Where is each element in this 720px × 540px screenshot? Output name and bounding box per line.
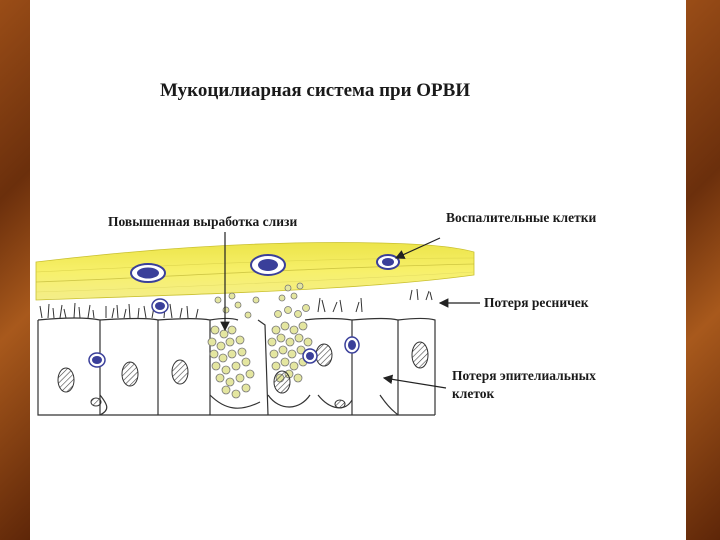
label-mucus-production: Повышенная выработка слизи: [108, 214, 297, 230]
mucus-granules: [208, 283, 314, 398]
label-cilia-loss: Потеря ресничек: [484, 295, 588, 311]
slide-title: Мукоцилиарная система при ОРВИ: [160, 80, 470, 102]
label-epithelial-loss-line2: клеток: [452, 386, 494, 402]
label-inflammatory-cells: Воспалительные клетки: [446, 210, 596, 226]
label-epithelial-loss-line1: Потеря эпителиальных: [452, 368, 596, 384]
